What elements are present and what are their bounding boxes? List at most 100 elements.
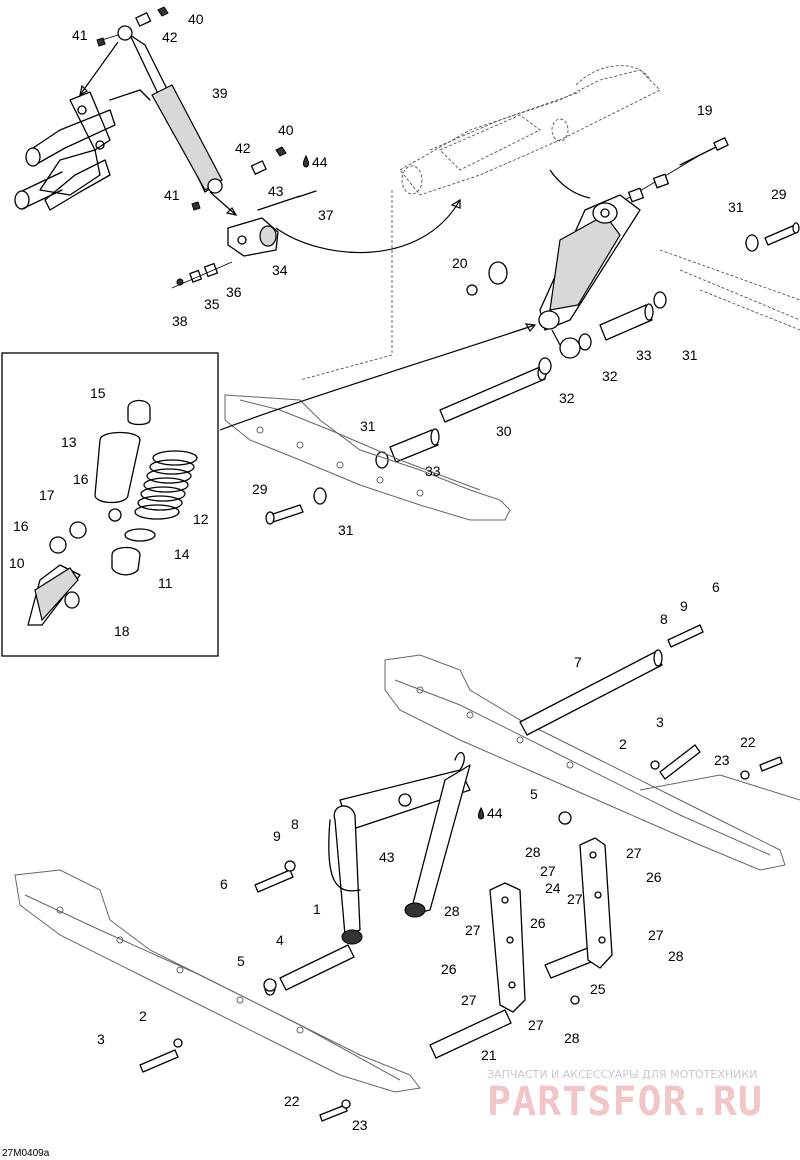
bottom-hardware xyxy=(139,624,783,1122)
callout-17: 17 xyxy=(39,487,55,503)
callout-37: 37 xyxy=(318,207,334,223)
front-arm-bracket-assembly xyxy=(14,89,151,211)
inset-shock-components xyxy=(27,399,198,626)
callout-31: 31 xyxy=(360,418,376,434)
callout-43: 43 xyxy=(379,849,395,865)
callout-9: 9 xyxy=(680,598,688,614)
callout-30: 30 xyxy=(496,423,512,439)
callout-28: 28 xyxy=(564,1030,580,1046)
callout-40: 40 xyxy=(188,11,204,27)
right-rail-ghost-top xyxy=(659,249,800,331)
callout-8: 8 xyxy=(291,816,299,832)
callout-26: 26 xyxy=(646,869,662,885)
callout-41: 41 xyxy=(72,27,88,43)
rear-shaft-tubes-33 xyxy=(389,303,654,463)
callout-27: 27 xyxy=(567,891,583,907)
callout-3: 3 xyxy=(656,714,664,730)
callout-31: 31 xyxy=(728,199,744,215)
callout-26: 26 xyxy=(441,961,457,977)
routing-arrow-to-rail xyxy=(219,324,536,431)
left-rail-upper xyxy=(224,394,511,521)
callout-6: 6 xyxy=(712,579,720,595)
callout-42: 42 xyxy=(162,29,178,45)
callout-28: 28 xyxy=(525,844,541,860)
shock-mount-bracket-34 xyxy=(227,190,317,257)
watermark-logo: PARTSFOR.RU xyxy=(487,1079,763,1125)
callout-42: 42 xyxy=(235,140,251,156)
callout-29: 29 xyxy=(252,481,268,497)
left-rail-lower xyxy=(14,869,421,1093)
callout-44: 44 xyxy=(312,154,328,170)
callout-36: 36 xyxy=(226,284,242,300)
callout-40: 40 xyxy=(278,122,294,138)
callout-6: 6 xyxy=(220,876,228,892)
callout-38: 38 xyxy=(172,313,188,329)
drawing-code: 27M0409a xyxy=(2,1148,50,1159)
callout-3: 3 xyxy=(97,1031,105,1047)
oil-drop-icon xyxy=(302,154,310,168)
callout-1: 1 xyxy=(313,901,321,917)
callout-22: 22 xyxy=(284,1093,300,1109)
callout-24: 24 xyxy=(545,880,561,896)
callout-32: 32 xyxy=(602,368,618,384)
callout-34: 34 xyxy=(272,262,288,278)
callout-8: 8 xyxy=(660,611,668,627)
callout-5: 5 xyxy=(530,786,538,802)
callout-28: 28 xyxy=(668,948,684,964)
callout-43: 43 xyxy=(268,183,284,199)
rear-shock-absorber xyxy=(538,137,729,346)
callout-27: 27 xyxy=(461,992,477,1008)
callout-33: 33 xyxy=(636,347,652,363)
callout-18: 18 xyxy=(114,623,130,639)
callout-33: 33 xyxy=(425,463,441,479)
oil-drop-icon xyxy=(477,806,485,820)
callout-12: 12 xyxy=(193,511,209,527)
callout-27: 27 xyxy=(528,1017,544,1033)
rear-shaft-bolts-29 xyxy=(265,222,800,525)
callout-29: 29 xyxy=(771,186,787,202)
front-arm-tube-4 xyxy=(264,944,355,996)
callout-labels: 40 41 42 39 40 42 44 43 41 37 34 36 35 3… xyxy=(9,11,787,1133)
callout-16: 16 xyxy=(73,471,89,487)
watermark-tagline: ЗАПЧАСТИ И АКСЕССУАРЫ ДЛЯ МОТОТЕХНИКИ xyxy=(487,1068,757,1081)
callout-41: 41 xyxy=(164,187,180,203)
callout-21: 21 xyxy=(481,1047,497,1063)
callout-31: 31 xyxy=(682,347,698,363)
callout-27: 27 xyxy=(540,863,556,879)
callout-25: 25 xyxy=(590,981,606,997)
callout-14: 14 xyxy=(174,546,190,562)
callout-2: 2 xyxy=(619,736,627,752)
callout-13: 13 xyxy=(61,434,77,450)
callout-9: 9 xyxy=(273,828,281,844)
callout-27: 27 xyxy=(626,845,642,861)
callout-31: 31 xyxy=(338,522,354,538)
callout-32: 32 xyxy=(559,390,575,406)
link-plates-24 xyxy=(489,837,613,1013)
callout-20: 20 xyxy=(452,255,468,271)
callout-4: 4 xyxy=(276,932,284,948)
shock-hardware-40-42 xyxy=(96,6,287,211)
callout-35: 35 xyxy=(204,296,220,312)
callout-22: 22 xyxy=(740,734,756,750)
callout-16: 16 xyxy=(13,518,29,534)
callout-27: 27 xyxy=(648,927,664,943)
callout-15: 15 xyxy=(90,385,106,401)
callout-2: 2 xyxy=(139,1008,147,1024)
callout-28: 28 xyxy=(444,903,460,919)
rear-cross-shaft-30 xyxy=(439,365,547,423)
callout-23: 23 xyxy=(714,752,730,768)
rear-arm-ghost-view xyxy=(299,65,661,381)
callout-26: 26 xyxy=(530,915,546,931)
right-rail-lower xyxy=(384,654,800,871)
callout-23: 23 xyxy=(352,1117,368,1133)
watermark: ЗАПЧАСТИ И АКСЕССУАРЫ ДЛЯ МОТОТЕХНИКИ PA… xyxy=(487,1068,763,1125)
callout-19: 19 xyxy=(697,102,713,118)
shock-lower-spacers-20 xyxy=(466,261,508,296)
callout-10: 10 xyxy=(9,555,25,571)
inset-coil-spring-12 xyxy=(134,450,198,520)
inset-detail-box xyxy=(1,352,219,657)
callout-7: 7 xyxy=(574,654,582,670)
callout-5: 5 xyxy=(237,953,245,969)
bracket-hardware-35-38 xyxy=(171,261,233,289)
callout-11: 11 xyxy=(158,575,173,591)
